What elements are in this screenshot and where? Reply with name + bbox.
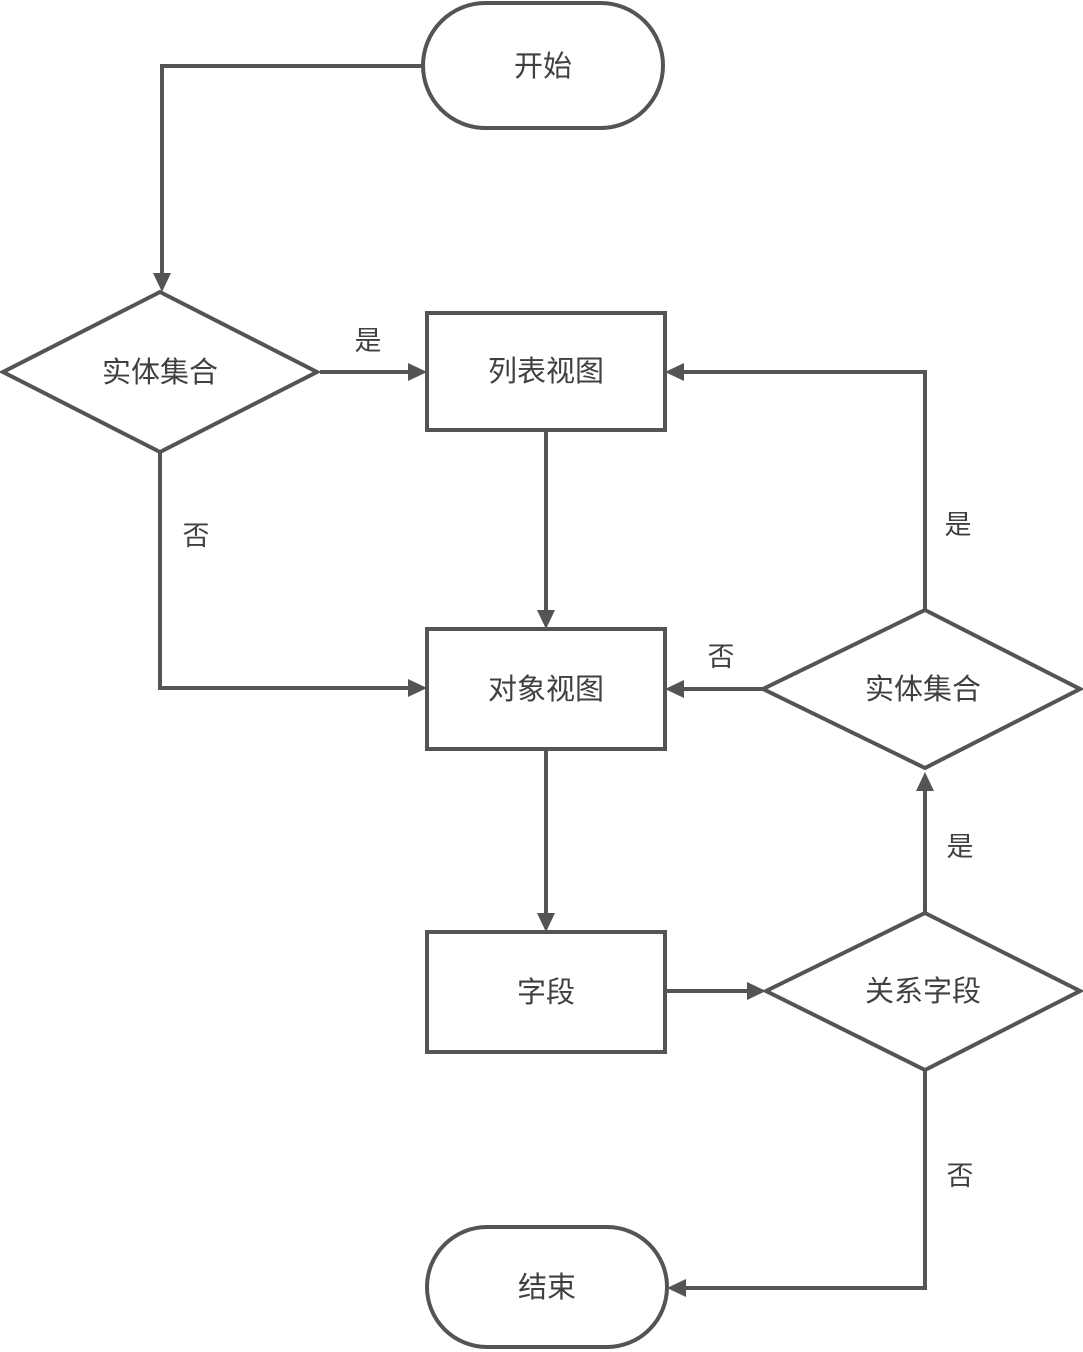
node-start: 开始 [421, 1, 665, 130]
edge-entity-set-left-to-list-view: 是 [320, 326, 427, 381]
edge-list-view-to-object-view [537, 430, 555, 629]
edge-object-view-to-field [537, 749, 555, 932]
edge-relation-field-to-end: 否 [667, 1070, 974, 1297]
edge-label-yes: 是 [355, 326, 382, 356]
node-end-label: 结束 [518, 1271, 576, 1304]
edge-label-no: 否 [947, 1161, 974, 1191]
arrowhead-left-icon [665, 363, 684, 381]
terminator-shape [425, 1225, 669, 1349]
edge-line [160, 64, 423, 275]
process-shape [425, 311, 667, 432]
arrowhead-down-icon [537, 913, 555, 932]
decision-shape [761, 910, 1083, 1073]
edge-label-no: 否 [183, 521, 210, 551]
node-list-view-label: 列表视图 [488, 355, 604, 388]
decision-shape [0, 289, 322, 455]
node-entity-set-left: 实体集合 [0, 289, 322, 455]
edge-entity-set-left-to-object-view: 否 [158, 452, 427, 697]
edge-field-to-relation-field [665, 982, 766, 1000]
edge-entity-set-right-to-list-view: 是 [665, 363, 972, 610]
node-entity-set-left-label: 实体集合 [102, 356, 218, 389]
decision-shape [758, 607, 1083, 771]
node-object-view: 对象视图 [425, 627, 667, 751]
edge-line [683, 370, 927, 610]
node-field-label: 字段 [517, 976, 575, 1009]
edge-entity-set-right-to-object-view: 否 [665, 642, 763, 698]
node-end: 结束 [425, 1225, 669, 1349]
process-shape [425, 627, 667, 751]
terminator-shape [421, 1, 665, 130]
arrowhead-up-icon [916, 772, 934, 791]
node-list-view: 列表视图 [425, 311, 667, 432]
edge-line [684, 1070, 927, 1290]
edge-start-to-entity-set-left [153, 64, 423, 292]
edge-line [158, 452, 408, 690]
node-relation-field-label: 关系字段 [865, 975, 981, 1008]
arrowhead-right-icon [408, 679, 427, 697]
edge-label-no: 否 [708, 642, 735, 672]
edge-label-yes: 是 [947, 832, 974, 862]
node-field: 字段 [425, 930, 667, 1054]
node-entity-set-right: 实体集合 [758, 607, 1083, 771]
edge-relation-field-to-entity-set-right: 是 [916, 772, 974, 913]
arrowhead-right-icon [747, 982, 766, 1000]
node-relation-field: 关系字段 [761, 910, 1083, 1073]
arrowhead-left-icon [665, 680, 684, 698]
arrowhead-down-icon [537, 610, 555, 629]
arrowhead-right-icon [408, 363, 427, 381]
process-shape [425, 930, 667, 1054]
node-entity-set-right-label: 实体集合 [865, 673, 981, 706]
edge-label-yes: 是 [945, 510, 972, 540]
arrowhead-left-icon [667, 1279, 686, 1297]
arrowhead-down-icon [153, 273, 171, 292]
node-object-view-label: 对象视图 [488, 673, 604, 706]
node-start-label: 开始 [514, 50, 572, 83]
